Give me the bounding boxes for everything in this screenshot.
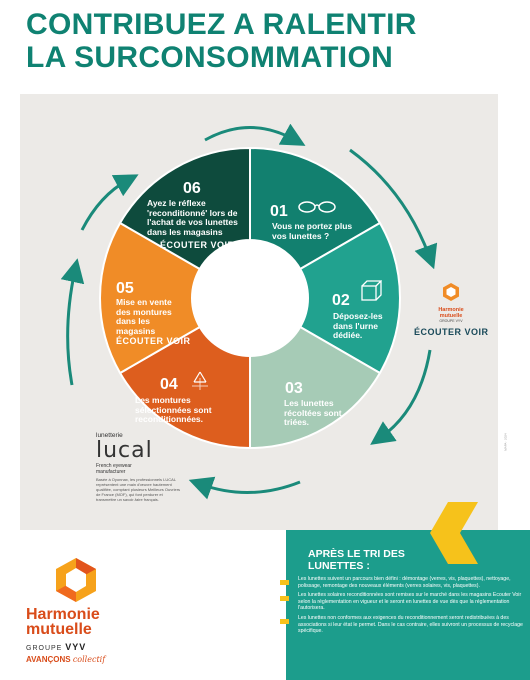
slogan-part1: AVANÇONS <box>26 655 71 664</box>
title-line-2: LA SURCONSOMMATION <box>26 41 394 74</box>
right-logos: Harmonie mutuelle GROUPE VYV ÉCOUTER VOI… <box>414 282 488 337</box>
ecouter-voir-logo-06: ÉCOUTER VOIR <box>160 240 235 250</box>
ecouter-voir-logo-05: ÉCOUTER VOIR <box>116 336 191 346</box>
harmonie-groupe: GROUPE VYV <box>26 642 136 652</box>
arrow-right-top <box>349 148 438 270</box>
after-sort-title: APRÈS LE TRI DES LUNETTES : <box>308 548 405 572</box>
step-05-number: 05 <box>116 280 134 297</box>
step-02-number: 02 <box>332 292 350 309</box>
step-01-text: Vous ne portez plus vos lunettes ? <box>272 221 353 241</box>
after-sort-item: Les lunettes non conformes aux exigences… <box>280 614 528 635</box>
step-04-number: 04 <box>160 376 178 393</box>
after-sort-item: Les lunettes suivent un parcours bien dé… <box>280 576 528 589</box>
harmonie-name1: Harmonie <box>26 606 100 623</box>
arrow-right-bottom <box>370 349 432 445</box>
vyv-label: VYV <box>65 642 87 652</box>
recycle-icon <box>192 371 208 390</box>
lucal-block: lunetterie lucal French eyewear manufact… <box>96 432 186 502</box>
after-sort-item: Les lunettes solaires reconditionnées so… <box>280 592 528 612</box>
harmonie-slogan: AVANÇONS collectif <box>26 655 136 664</box>
arrow-left <box>60 258 85 386</box>
step-06-number: 06 <box>183 180 201 197</box>
harmonie-hexagon-small-icon <box>443 283 459 301</box>
after-sort-item-text: Les lunettes suivent un parcours bien dé… <box>298 576 511 589</box>
harmonie-hexagon-icon <box>56 558 96 602</box>
step-03-number: 03 <box>285 380 303 397</box>
bullet-icon <box>280 596 289 602</box>
glasses-icon <box>298 201 336 213</box>
ecouter-voir-logo-right: ÉCOUTER VOIR <box>414 327 489 337</box>
box-icon <box>361 280 382 301</box>
right-logo-name1: Harmonie <box>438 307 464 313</box>
lucal-body: Basée à Oyonnax, les professionnels LUCA… <box>96 477 181 502</box>
yellow-chevron-icon <box>430 502 478 564</box>
right-logo-groupe: GROUPE VYV <box>439 319 463 323</box>
slogan-part2: collectif <box>72 655 106 664</box>
arrow-left-top <box>80 174 139 231</box>
lucal-label-top: lunetterie <box>96 432 123 439</box>
step-06-text: Ayez le réflexe 'reconditionné' lors de … <box>147 198 238 237</box>
harmonie-mutuelle-logo: Harmonie mutuelle GROUPE VYV AVANÇONS co… <box>26 556 136 664</box>
step-01-number: 01 <box>270 203 288 220</box>
groupe-label: GROUPE <box>26 645 63 652</box>
step-02-text: Déposez-les dans l'urne dédiée. <box>333 311 383 340</box>
after-sort-item-text: Les lunettes solaires reconditionnées so… <box>298 592 522 612</box>
lucal-brand: lucal <box>96 438 153 463</box>
harmonie-name2: mutuelle <box>26 621 92 638</box>
bullet-icon <box>280 580 289 585</box>
side-tag: MAPA · 2024 <box>503 433 508 451</box>
title-line-1: CONTRIBUEZ A RALENTIR <box>26 8 417 41</box>
after-sort-box <box>286 530 530 680</box>
after-sort-list: Les lunettes suivent un parcours bien dé… <box>280 576 528 638</box>
step-05-text: Mise en vente des montures dans les maga… <box>116 297 172 336</box>
right-logo-name2: mutuelle <box>439 313 463 319</box>
after-sort-item-text: Les lunettes non conformes aux exigences… <box>298 614 523 635</box>
lucal-sub: French eyewear manufacturer <box>96 463 132 475</box>
bullet-icon <box>280 618 289 624</box>
page-title: CONTRIBUEZ A RALENTIR LA SURCONSOMMATION <box>26 8 417 74</box>
arrow-bottom <box>188 476 301 500</box>
step-03-text: Les lunettes récoltées sont triées. <box>284 398 342 427</box>
arrow-top <box>204 123 306 146</box>
wheel-center <box>192 240 308 356</box>
step-04-text: Les montures sélectionnées sont recondit… <box>135 395 212 424</box>
